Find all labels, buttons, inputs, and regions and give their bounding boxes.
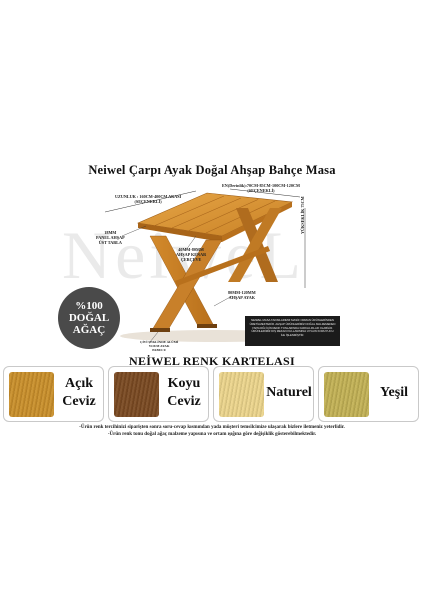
swatch-label-line2: Ceviz (62, 394, 96, 409)
badge-percent: %100 (75, 300, 103, 312)
badge-line2: DOĞAL (68, 312, 110, 324)
width-label: EN(Derinlik):70CM-85CM-100CM-120CM (SEÇE… (222, 183, 300, 193)
swatch-label-line1: Koyu (167, 376, 201, 391)
panel-label: 18MM PANEL AHŞAP ÜST TABLA (96, 230, 125, 245)
swatch-label: Açık Ceviz (56, 375, 102, 411)
length-label: UZUNLUK : 160CM-400CM ARASI (SEÇENEKLİ) (115, 194, 181, 204)
swatch-koyu-ceviz[interactable]: Koyu Ceviz (108, 366, 209, 422)
swatch-label-line1: Açık (65, 376, 93, 391)
footnote-1: -Ürün renk tercihinizi siparişten sonra … (79, 425, 345, 430)
foot-pad-right (197, 324, 217, 328)
swatch-yesil[interactable]: Yeşil (318, 366, 419, 422)
length-value: UZUNLUK : 160CM-400CM ARASI (115, 194, 182, 199)
info-note-box: NEIWEL MASA TAKIMLARIMIZ MASİF ORMAN ÜRÜ… (245, 316, 340, 346)
swatch-label-line1: Yeşil (380, 385, 408, 400)
footnote-2: -Ürün renk tonu doğal ağaç malzeme yapıs… (107, 432, 317, 437)
back-leg-b (228, 208, 282, 282)
cross-beam (175, 246, 270, 286)
height-label: YÜKSEKLİK 75CM (300, 196, 305, 234)
table-illustration: EN(Derinlik):70CM-85CM-100CM-120CM (SEÇE… (0, 178, 424, 356)
swatch-label: Koyu Ceviz (161, 375, 207, 411)
swatch-label-line2: Ceviz (167, 394, 201, 409)
width-option: (SEÇENEKLİ) (247, 188, 275, 193)
width-value: EN(Derinlik):70CM-85CM-100CM-120CM (222, 183, 300, 188)
swatch-label: Naturel (264, 384, 313, 402)
natural-wood-badge: %100 DOĞAL AĞAÇ (58, 287, 120, 349)
length-option: (SEÇENEKLİ) (134, 199, 162, 204)
swatch-naturel[interactable]: Naturel (213, 366, 314, 422)
table-top-front-edge (138, 223, 222, 242)
swatch-texture (219, 372, 264, 417)
swatch-texture (114, 372, 159, 417)
color-chart-title: NEİWEL RENK KARTELASI (129, 354, 295, 368)
frame-label: 40MM-80MM AHŞAP KENAR ÇERÇEVE (176, 247, 207, 262)
leg-label: 80MM-120MM AHŞAP AYAK (228, 290, 256, 300)
swatch-texture (324, 372, 369, 417)
product-title: Neiwel Çarpı Ayak Doğal Ahşap Bahçe Masa (88, 163, 336, 177)
width-dimension-line (229, 188, 301, 198)
badge-line3: AĞAÇ (72, 324, 106, 336)
foot-label: ÇİVİ ŞEKLİNDE ALÜMİ YOUM AYAK PABUCU (140, 340, 179, 352)
length-dimension-line (104, 190, 197, 213)
swatch-texture (9, 372, 54, 417)
table-drawing (104, 188, 310, 343)
foot-pad-left (150, 328, 170, 332)
swatch-acik-ceviz[interactable]: Açık Ceviz (3, 366, 104, 422)
swatch-label: Yeşil (371, 384, 417, 402)
swatch-label-line1: Naturel (266, 385, 312, 400)
